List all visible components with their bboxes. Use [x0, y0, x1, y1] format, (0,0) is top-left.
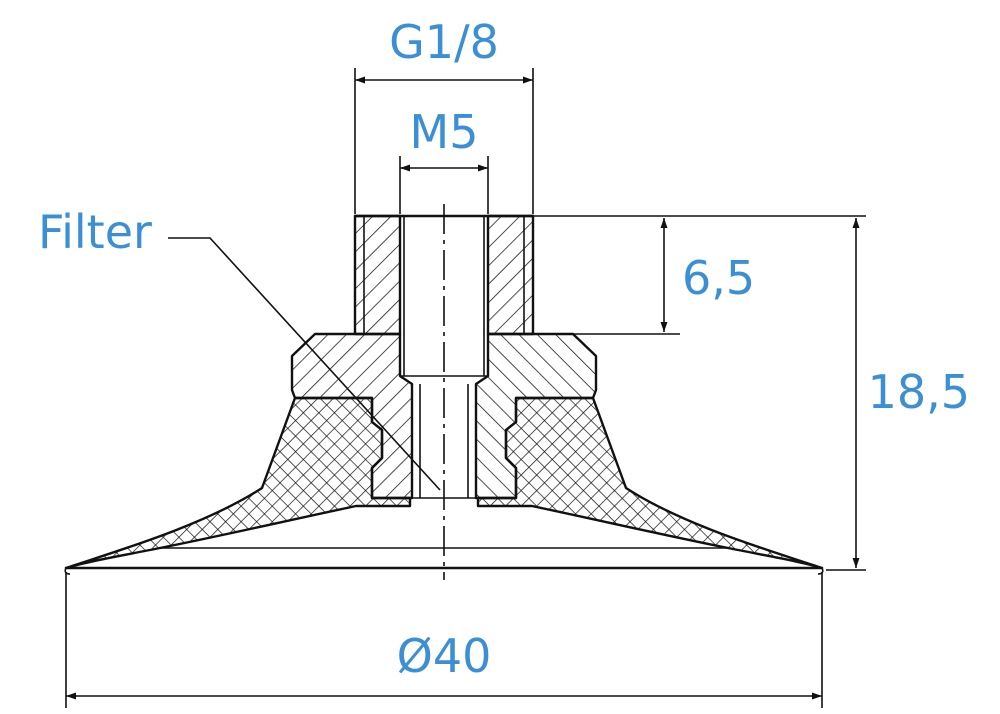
label-filter: Filter [38, 205, 152, 259]
dimension-overall-height [680, 215, 866, 571]
dimension-m5 [399, 156, 489, 214]
dimension-g18 [354, 68, 534, 214]
label-thread-depth: 6,5 [682, 251, 755, 305]
label-diameter: Ø40 [397, 629, 492, 683]
dimension-diameter [65, 572, 823, 708]
label-overall-height: 18,5 [868, 365, 970, 419]
label-m5: M5 [410, 105, 479, 159]
filter-leader-line [168, 237, 441, 491]
label-g18: G1/8 [389, 15, 499, 69]
dimension-thread-depth [488, 215, 680, 335]
